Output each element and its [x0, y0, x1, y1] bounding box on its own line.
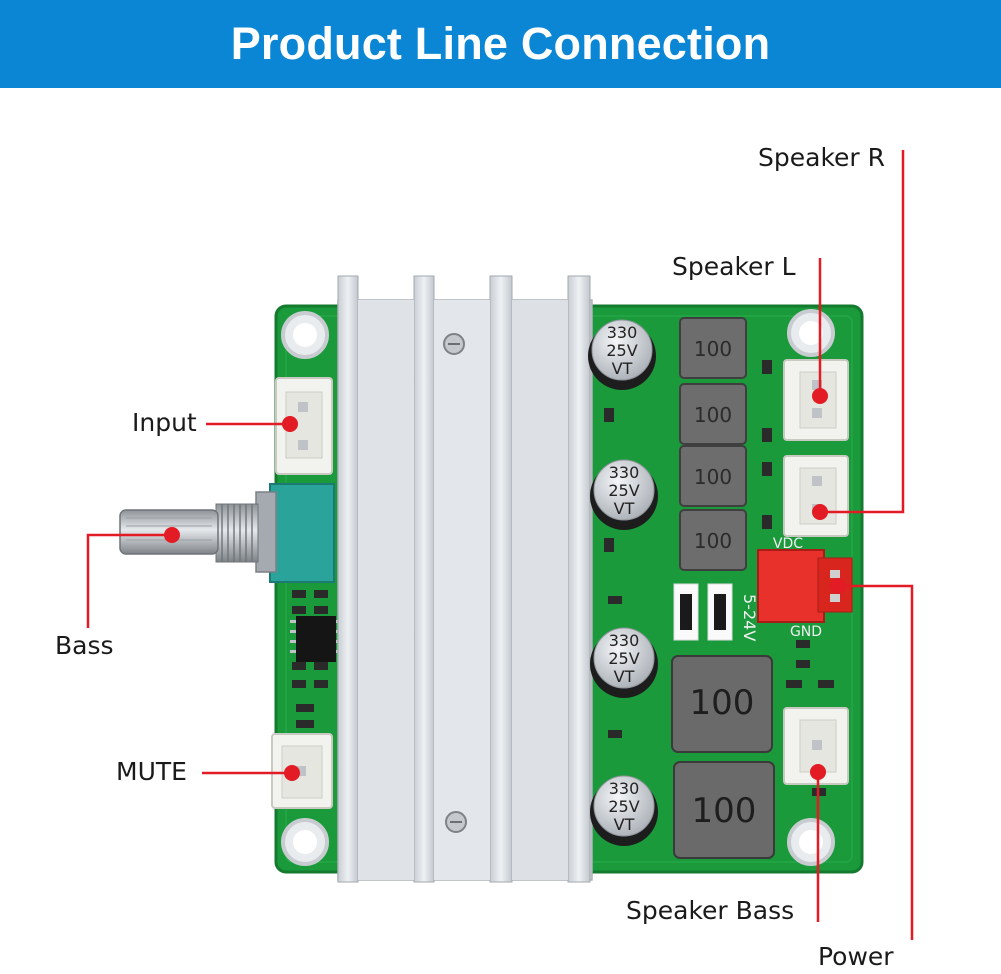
inductor-large-2: 100: [673, 761, 775, 859]
inductor-1: 100: [679, 317, 747, 379]
callout-lines: [86, 150, 914, 940]
voltage-range-marking: 5-24V: [740, 594, 759, 641]
component-marking: 100: [694, 337, 732, 361]
diode-1: [673, 583, 699, 641]
speaker-l-connector: [783, 455, 849, 537]
label-power: Power: [818, 942, 894, 971]
component-marking: 25V: [608, 797, 639, 816]
speaker-bass-connector: [783, 707, 849, 785]
callout-line-power: [838, 584, 914, 940]
header-banner: Product Line Connection: [0, 0, 1001, 88]
component-marking: 100: [694, 403, 732, 427]
page-title: Product Line Connection: [230, 18, 771, 69]
callout-dot-speaker-l: [812, 388, 828, 404]
callout-line-bass: [86, 533, 172, 628]
power-connector: [757, 549, 853, 623]
capacitor-4: 330 25V VT: [590, 775, 658, 846]
mounting-hole-top-right: [787, 309, 835, 357]
capacitor-1: 330 25V VT: [588, 319, 656, 390]
inductor-2: 100: [679, 383, 747, 445]
callout-dot-bass: [164, 527, 180, 543]
callout-dot-mute: [284, 765, 300, 781]
component-marking: 100: [694, 529, 732, 553]
inductor-3: 100: [679, 445, 747, 507]
bass-potentiometer: [119, 483, 335, 583]
component-marking: 100: [694, 465, 732, 489]
component-marking: 25V: [608, 649, 639, 668]
label-speaker-r: Speaker R: [758, 143, 886, 172]
callout-dot-speaker-bass: [810, 764, 826, 780]
component-marking: 25V: [606, 341, 637, 360]
label-bass: Bass: [55, 631, 114, 660]
component-marking: 100: [690, 683, 755, 723]
label-mute: MUTE: [116, 757, 187, 786]
component-marking: 100: [692, 791, 757, 831]
label-input: Input: [132, 408, 197, 437]
component-marking: 330: [609, 463, 640, 482]
label-speaker-l: Speaker L: [672, 252, 796, 281]
input-connector: [275, 377, 333, 475]
component-marking: VT: [614, 667, 635, 686]
capacitor-3: 330 25V VT: [590, 627, 658, 698]
component-marking: VT: [612, 359, 633, 378]
mute-connector: [271, 733, 333, 809]
diode-2: [707, 583, 733, 641]
inductor-large-1: 100: [671, 655, 773, 753]
component-marking: VT: [614, 815, 635, 834]
component-marking: 330: [609, 779, 640, 798]
mounting-hole-top-left: [281, 311, 329, 359]
component-marking: VT: [614, 499, 635, 518]
callout-dot-input: [282, 416, 298, 432]
ic-chip: [290, 616, 342, 662]
inductor-4: 100: [679, 509, 747, 571]
component-marking: 25V: [608, 481, 639, 500]
callout-line-speaker-r: [820, 150, 905, 514]
capacitor-2: 330 25V VT: [590, 459, 658, 530]
component-marking: 330: [607, 323, 638, 342]
label-speaker-bass: Speaker Bass: [626, 896, 795, 925]
callout-dot-speaker-r: [812, 504, 828, 520]
vdc-marking: VDC: [773, 536, 803, 552]
heatsink: [337, 275, 593, 883]
component-marking: 330: [609, 631, 640, 650]
callout-dot-power: [830, 578, 846, 594]
smd-components: [292, 360, 834, 796]
gnd-marking: GND: [790, 624, 822, 640]
mounting-hole-bottom-left: [281, 818, 329, 866]
mounting-hole-bottom-right: [787, 818, 835, 866]
callout-dots: [164, 388, 846, 781]
